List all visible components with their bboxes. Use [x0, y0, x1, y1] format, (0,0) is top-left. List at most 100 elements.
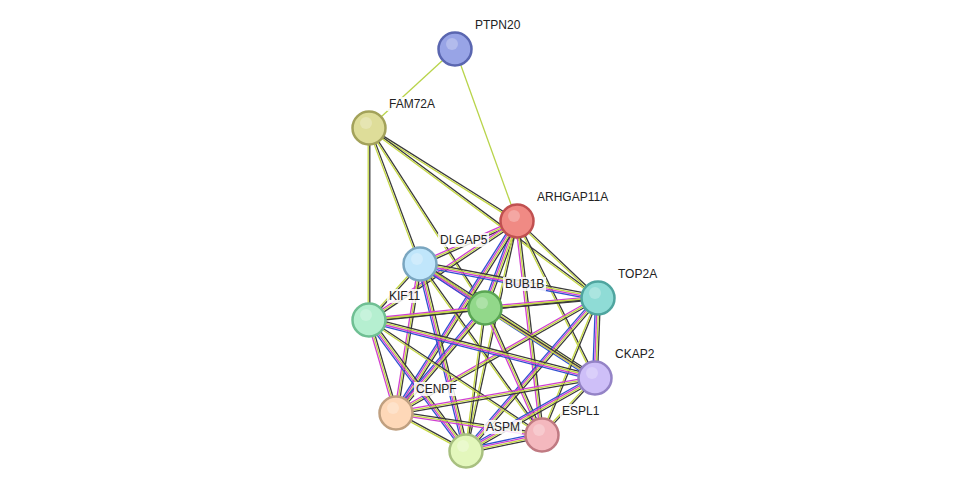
node-shape: [582, 282, 615, 315]
protein-node: BUB1B: [467, 290, 503, 326]
protein-node: CENPF: [378, 395, 414, 431]
node-circle: [448, 433, 484, 469]
node-label: CENPF: [414, 382, 459, 396]
evidence-line: [469, 237, 513, 434]
node-label: BUB1B: [503, 277, 546, 291]
evidence-line: [386, 310, 468, 319]
protein-node: TOP2A: [580, 280, 616, 316]
node-highlight: [446, 38, 458, 50]
protein-node: KIF11: [351, 302, 387, 338]
evidence-line: [382, 61, 443, 117]
interaction-edge: [413, 414, 526, 434]
node-label: ARHGAP11A: [535, 190, 610, 204]
node-shape: [439, 33, 472, 66]
node-highlight: [360, 309, 372, 321]
node-shape: [380, 397, 413, 430]
node-label: DLGAP5: [438, 233, 489, 247]
interaction-edge: [382, 61, 443, 117]
evidence-line: [386, 322, 579, 372]
node-highlight: [457, 440, 469, 452]
protein-node: ARHGAP11A: [499, 203, 535, 239]
node-label: TOP2A: [616, 267, 659, 281]
node-circle: [580, 280, 616, 316]
evidence-line: [436, 270, 581, 298]
interaction-edge: [411, 420, 452, 443]
evidence-line: [413, 381, 579, 410]
node-circle: [524, 417, 560, 453]
interaction-edge: [368, 145, 370, 303]
node-label: ASPM: [484, 420, 522, 434]
evidence-line: [482, 438, 525, 447]
evidence-line: [470, 238, 514, 435]
interaction-edge: [593, 315, 600, 361]
evidence-line: [500, 316, 581, 368]
interaction-edge: [383, 136, 503, 212]
node-circle: [577, 360, 613, 396]
node-circle: [378, 395, 414, 431]
evidence-line: [493, 323, 536, 419]
interaction-edge: [482, 436, 526, 450]
node-shape: [469, 292, 502, 325]
node-circle: [402, 246, 438, 282]
node-highlight: [411, 253, 423, 265]
interaction-edge: [377, 332, 458, 439]
node-label: KIF11: [387, 289, 422, 303]
evidence-line: [369, 145, 370, 303]
protein-node: PTPN20: [437, 31, 473, 67]
node-highlight: [387, 402, 399, 414]
protein-node: ESPL1: [524, 417, 560, 453]
node-shape: [353, 112, 386, 145]
node-highlight: [533, 424, 545, 436]
evidence-line: [411, 420, 451, 442]
node-shape: [450, 435, 483, 468]
evidence-line: [467, 325, 482, 434]
evidence-line: [386, 323, 579, 373]
node-highlight: [589, 287, 601, 299]
node-circle: [499, 203, 535, 239]
node-highlight: [508, 210, 520, 222]
interaction-edge: [422, 280, 465, 435]
node-shape: [404, 248, 437, 281]
node-highlight: [360, 117, 372, 129]
node-shape: [353, 304, 386, 337]
node-label: ESPL1: [560, 404, 601, 418]
interaction-edge: [412, 379, 578, 411]
evidence-line: [406, 320, 473, 399]
node-circle: [467, 290, 503, 326]
evidence-line: [384, 136, 503, 211]
evidence-line: [383, 137, 585, 287]
node-circle: [437, 31, 473, 67]
node-label: FAM72A: [387, 97, 437, 111]
protein-node: FAM72A: [351, 110, 387, 146]
interaction-edge: [382, 137, 585, 288]
evidence-line: [374, 144, 413, 248]
protein-node: ASPM: [448, 433, 484, 469]
interaction-edge: [372, 336, 393, 397]
evidence-line: [368, 145, 369, 303]
evidence-line: [409, 323, 476, 402]
evidence-line: [412, 308, 584, 406]
protein-node: DLGAP5: [402, 246, 438, 282]
node-highlight: [476, 297, 488, 309]
node-label: PTPN20: [473, 18, 522, 32]
evidence-line: [382, 139, 584, 289]
interaction-edge: [374, 144, 415, 249]
evidence-line: [469, 325, 484, 434]
interaction-edge: [461, 65, 511, 205]
node-circle: [351, 110, 387, 146]
node-circle: [351, 302, 387, 338]
node-shape: [501, 205, 534, 238]
evidence-line: [411, 422, 451, 444]
node-label: CKAP2: [613, 347, 656, 361]
node-shape: [579, 362, 612, 395]
node-shape: [526, 419, 559, 452]
evidence-line: [482, 436, 525, 445]
evidence-line: [593, 315, 595, 361]
evidence-line: [413, 383, 579, 412]
interaction-edge: [467, 325, 483, 435]
interaction-edge: [386, 308, 469, 320]
evidence-line: [461, 65, 511, 205]
protein-node: CKAP2: [577, 360, 613, 396]
evidence-line: [386, 308, 468, 317]
